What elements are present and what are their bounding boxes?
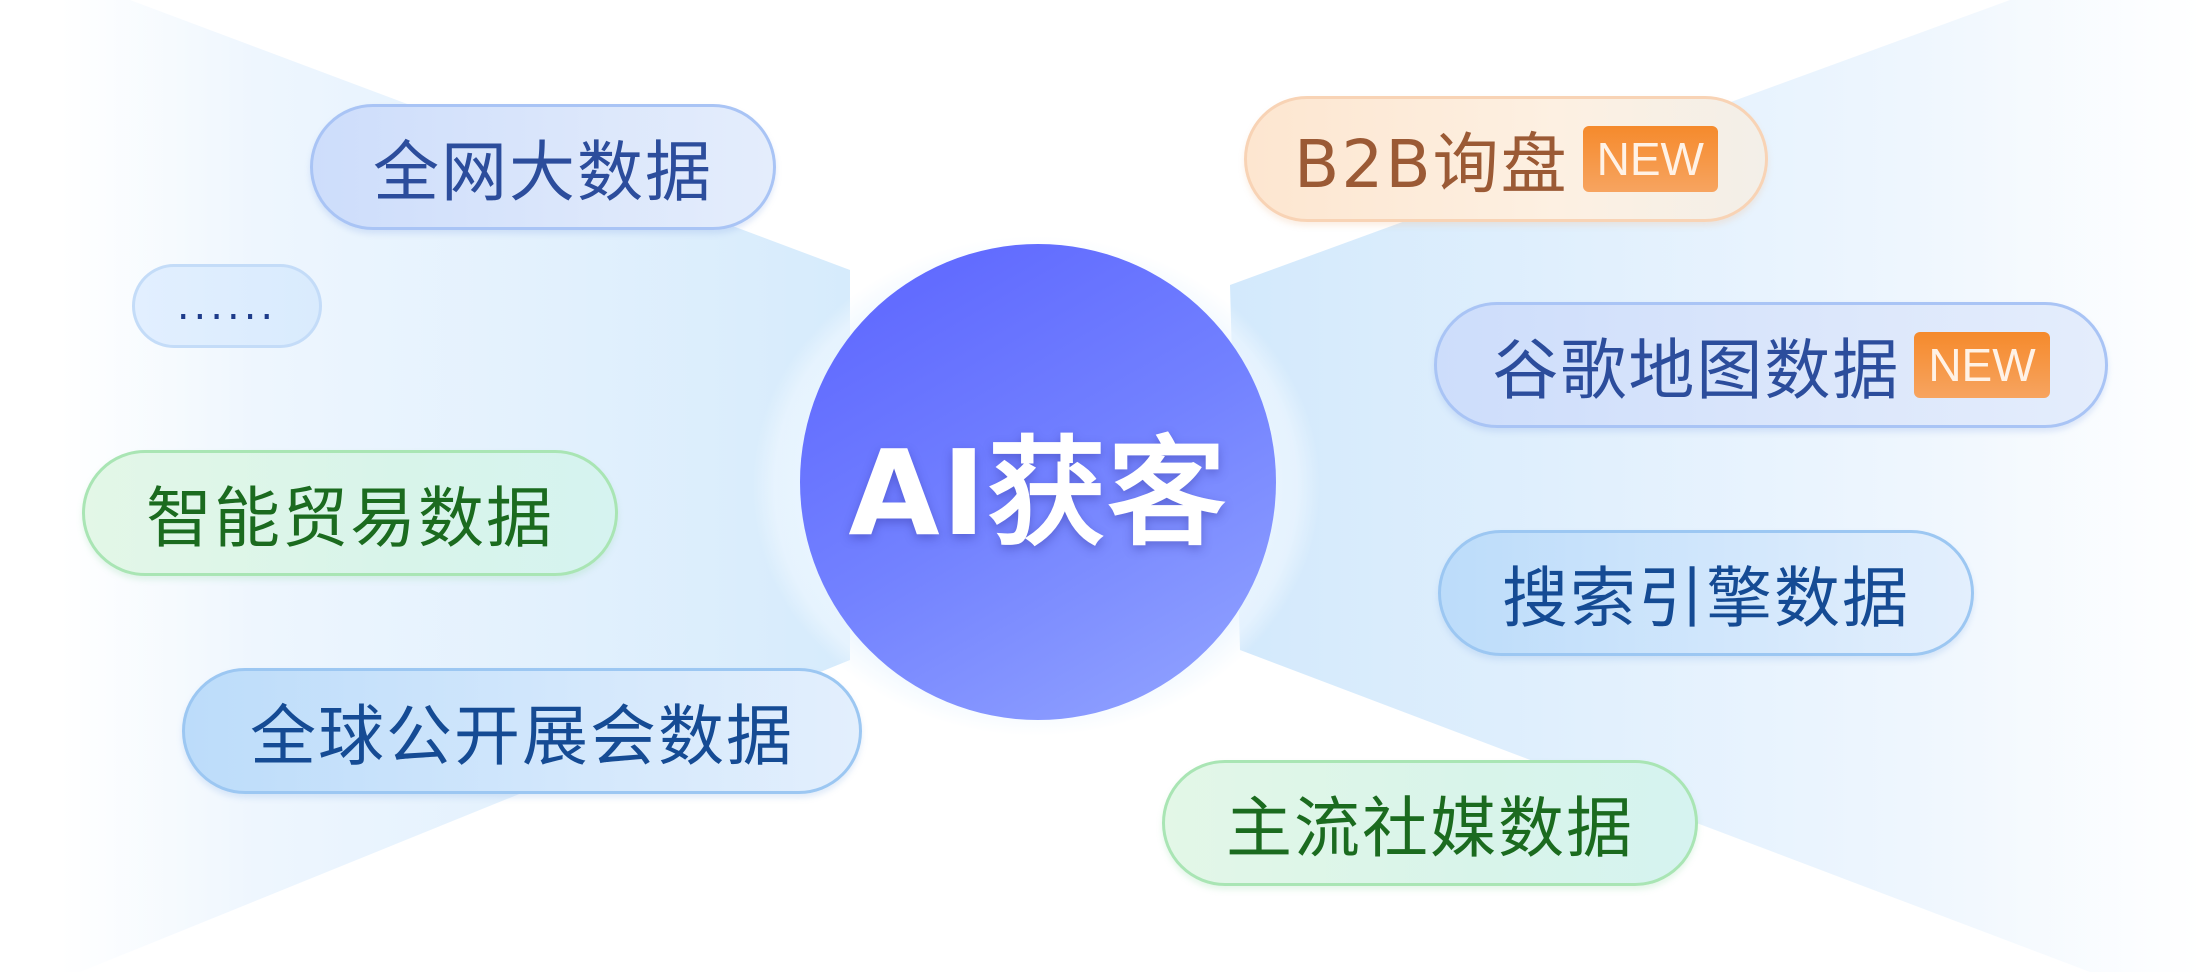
pill-label: 全网大数据 bbox=[373, 134, 713, 211]
source-pill-social-media[interactable]: 主流社媒数据 bbox=[1162, 760, 1698, 886]
pill-label: B2B询盘 bbox=[1294, 126, 1569, 203]
more-ellipsis-icon: ...... bbox=[176, 283, 278, 329]
right-fan bbox=[1230, 0, 2202, 972]
source-pill-google-maps[interactable]: 谷歌地图数据 NEW bbox=[1434, 302, 2108, 428]
new-badge: NEW bbox=[1914, 332, 2050, 398]
center-title: AI获客 bbox=[848, 423, 1228, 562]
pill-label: 智能贸易数据 bbox=[146, 480, 554, 557]
source-pill-more[interactable]: ...... bbox=[132, 264, 322, 348]
new-badge: NEW bbox=[1582, 126, 1718, 192]
source-pill-b2b-inquiry[interactable]: B2B询盘 NEW bbox=[1244, 96, 1768, 222]
source-pill-exhibition-data[interactable]: 全球公开展会数据 bbox=[182, 668, 862, 794]
source-pill-web-big-data[interactable]: 全网大数据 bbox=[310, 104, 776, 230]
pill-label: 谷歌地图数据 bbox=[1492, 332, 1901, 409]
pill-label: 主流社媒数据 bbox=[1226, 790, 1634, 867]
center-node[interactable]: AI获客 bbox=[800, 244, 1276, 720]
source-pill-search-engine[interactable]: 搜索引擎数据 bbox=[1438, 530, 1974, 656]
pill-label: 搜索引擎数据 bbox=[1502, 560, 1910, 637]
pill-label: 全球公开展会数据 bbox=[250, 698, 794, 775]
source-pill-trade-data[interactable]: 智能贸易数据 bbox=[82, 450, 618, 576]
